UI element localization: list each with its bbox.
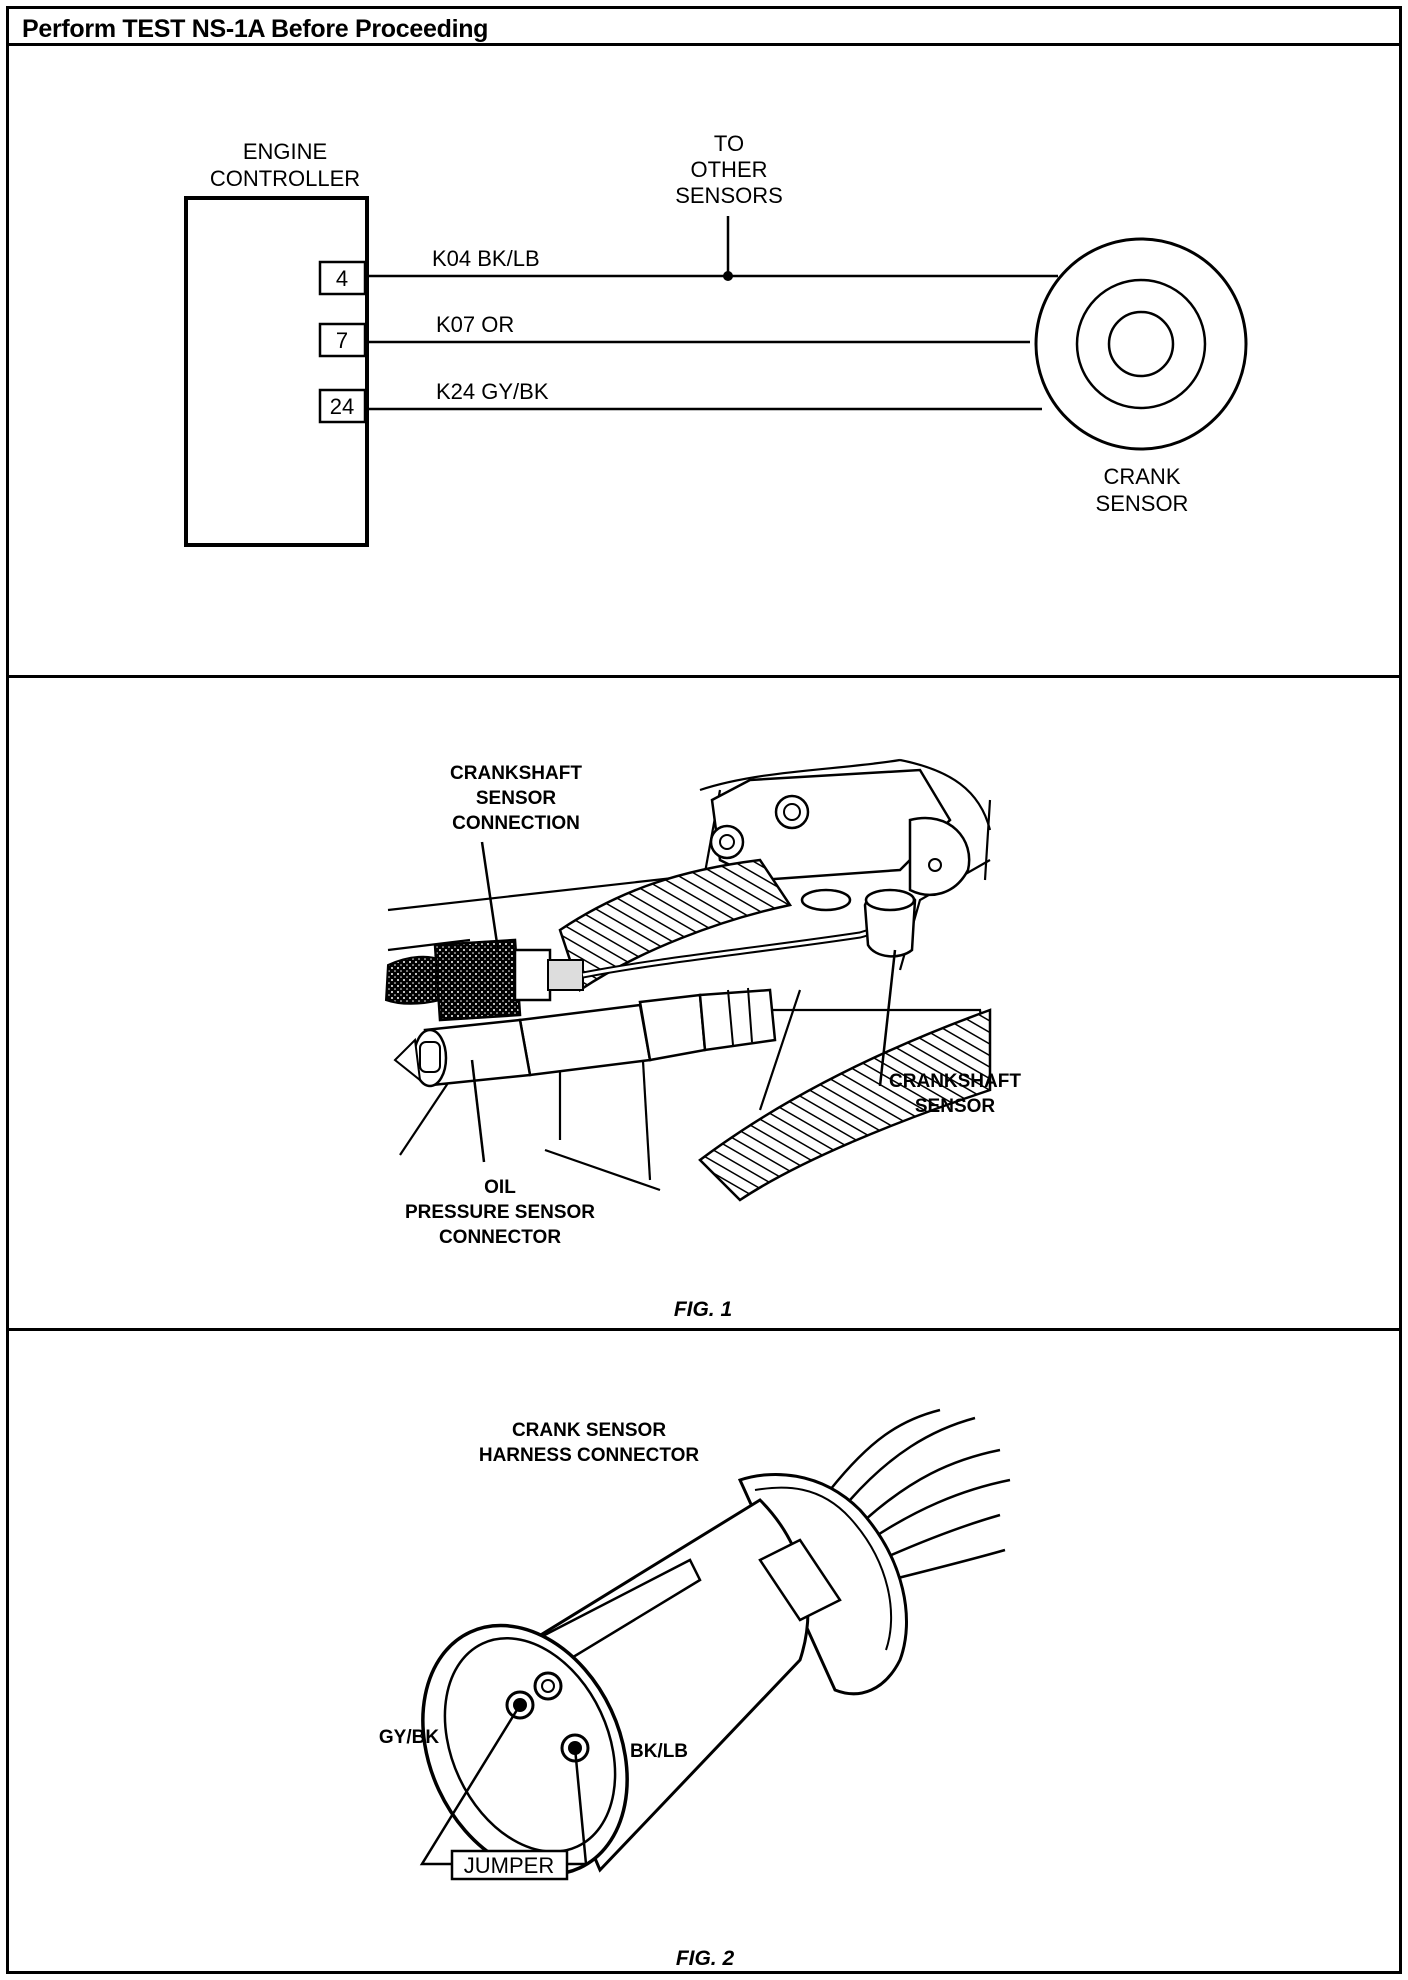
header-bar: Perform TEST NS-1A Before Proceeding	[6, 6, 1402, 46]
connection-boot	[547, 959, 584, 991]
label-crankshaft-sensor-connection-2: SENSOR	[476, 788, 557, 809]
engine-controller-box	[184, 196, 369, 547]
jumper-box	[450, 1849, 569, 1881]
connector-face-inner	[443, 1637, 617, 1853]
engine-bracket	[709, 768, 971, 912]
crank-sensor-symbol	[1034, 237, 1248, 451]
connector-latch	[758, 1538, 842, 1622]
pin-4: 4	[318, 260, 367, 296]
wire-k07-label: K07 OR	[436, 312, 514, 337]
engine-controller-label-1: ENGINE	[243, 139, 327, 164]
label-crankshaft-sensor-2: SENSOR	[915, 1096, 996, 1117]
pin-7: 7	[318, 322, 367, 358]
pin-4-box	[318, 260, 367, 296]
crankshaft-sensor-connection	[513, 948, 552, 1002]
lower-hose	[698, 1008, 992, 1202]
pin-7-box	[318, 322, 367, 358]
label-bklb: BK/LB	[630, 1741, 688, 1762]
wire-k24-label: K24 GY/BK	[436, 379, 549, 404]
splice-dot	[723, 271, 733, 281]
connector-face-outer	[421, 1623, 629, 1877]
label-oil-pressure-3: CONNECTOR	[439, 1227, 561, 1248]
pin-7-label: 7	[336, 328, 348, 353]
panel-divider-2	[6, 1328, 1402, 1331]
to-other-sensors-label-1: TO	[714, 131, 744, 156]
engine-controller-label-2: CONTROLLER	[210, 166, 360, 191]
fig1-caption: FIG. 1	[674, 1298, 732, 1321]
label-crankshaft-sensor-connection-1: CRANKSHAFT	[450, 763, 582, 784]
upper-hose	[558, 858, 793, 992]
pin-24-box	[318, 388, 367, 424]
to-other-sensors-label-3: SENSORS	[675, 183, 783, 208]
jumper-lead-left	[419, 1704, 522, 1866]
page-frame	[6, 6, 1402, 1974]
label-oil-pressure-1: OIL	[484, 1177, 516, 1198]
connector-flange-inner	[754, 1486, 893, 1651]
leader-oil	[470, 1059, 486, 1163]
pin-4-label: 4	[336, 266, 348, 291]
crank-sensor-label-1: CRANK	[1103, 464, 1180, 489]
label-oil-pressure-2: PRESSURE SENSOR	[405, 1202, 595, 1223]
wire-stub	[393, 1037, 422, 1083]
foam-sleeve-main	[433, 938, 522, 1022]
to-other-sensors-label-2: OTHER	[691, 157, 768, 182]
leader-connection	[480, 841, 500, 951]
crankshaft-sensor-body	[863, 888, 917, 958]
label-crankshaft-sensor-connection-3: CONNECTION	[452, 813, 580, 834]
engine-controller: ENGINE CONTROLLER	[184, 139, 369, 547]
jumper-lead-right	[566, 1747, 588, 1866]
wire-k04-label: K04 BK/LB	[432, 246, 540, 271]
pin-24-label: 24	[330, 394, 354, 419]
pin-24: 24	[318, 388, 367, 424]
label-harness-2: HARNESS CONNECTOR	[479, 1445, 700, 1466]
terminal-open	[533, 1671, 563, 1701]
label-harness-1: CRANK SENSOR	[512, 1420, 666, 1441]
crank-sensor-label-2: SENSOR	[1096, 491, 1189, 516]
label-gybk: GY/BK	[379, 1727, 439, 1748]
label-crankshaft-sensor-1: CRANKSHAFT	[889, 1071, 1021, 1092]
fig2-caption: FIG. 2	[676, 1947, 735, 1970]
harness-wires	[829, 1408, 1011, 1582]
page-title: Perform TEST NS-1A Before Proceeding	[22, 15, 489, 43]
oil-pressure-sensor	[518, 987, 777, 1077]
leader-crankshaft-sensor	[878, 949, 897, 1087]
jumper-label: JUMPER	[464, 1853, 554, 1878]
panel-divider-1	[6, 675, 1402, 678]
